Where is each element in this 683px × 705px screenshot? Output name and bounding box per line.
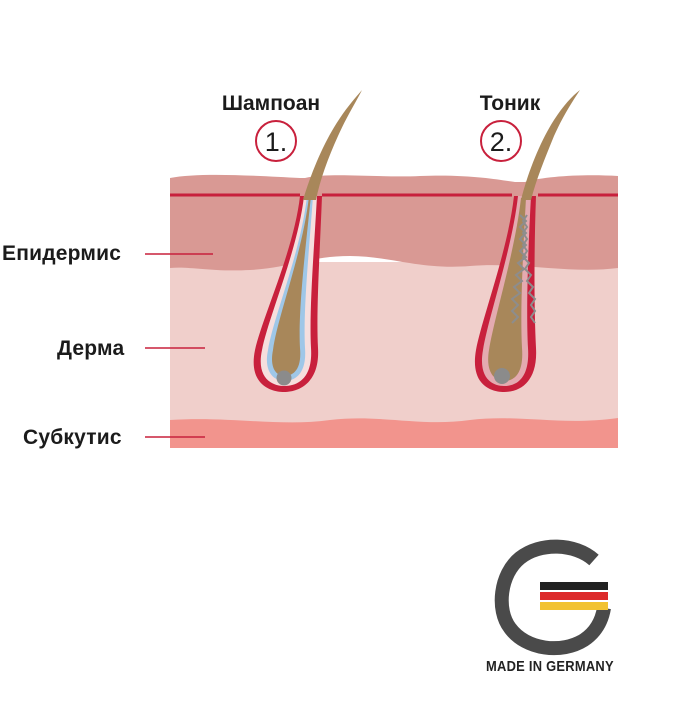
step-title-2: Тоник [479, 92, 541, 115]
hair-shaft-1 [303, 90, 362, 200]
subcutis-label: Субкутис [23, 426, 122, 449]
epidermis-label: Епидермис [2, 242, 122, 265]
hair-follicle-2 [474, 196, 537, 392]
dermis-label: Дерма [57, 337, 125, 360]
step-title-1: Шампоан [221, 92, 321, 115]
hair-follicle-1 [253, 196, 322, 392]
step-number-1: 1. [265, 127, 288, 157]
made-in-germany-text: MADE IN GERMANY [486, 658, 614, 675]
step-number-2: 2. [490, 127, 513, 157]
hair-shaft-2 [521, 90, 580, 200]
germany-g-logo-icon [494, 539, 611, 656]
step-circle-2 [480, 120, 522, 162]
epidermis-layer [170, 174, 618, 271]
dermis-layer [170, 262, 618, 423]
step-circle-1 [255, 120, 297, 162]
